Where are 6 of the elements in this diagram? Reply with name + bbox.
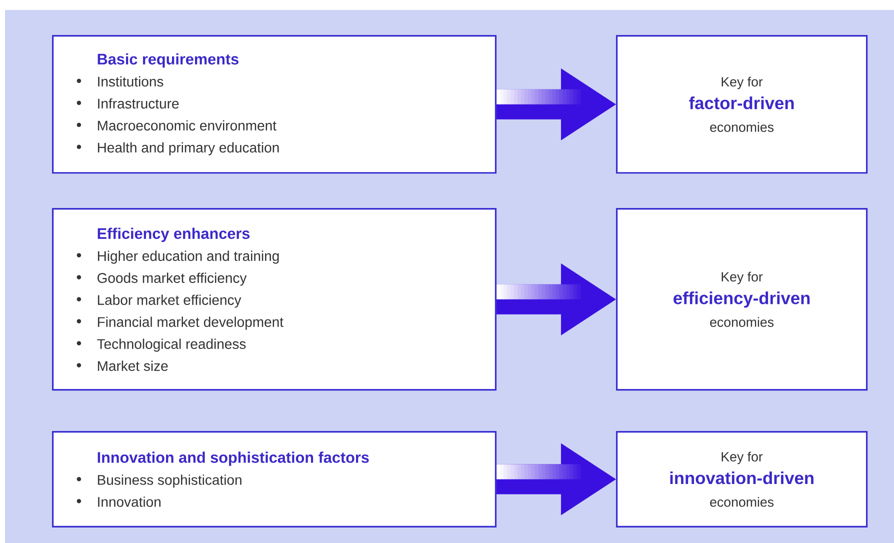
- key-box: Key for innovation-driven economies: [616, 431, 868, 528]
- list-box: Innovation and sophistication factors Business sophistication Innovation: [52, 431, 497, 528]
- list-box: Efficiency enhancers Higher education and training Goods market efficiency Labor market efficiency Financial market development Technological readiness Market size: [52, 208, 497, 391]
- list-box: Basic requirements Institutions Infrastructure Macroeconomic environment Health and primary education: [52, 35, 497, 174]
- key-box: Key for factor-driven economies: [616, 35, 868, 174]
- key-box: Key for efficiency-driven economies: [616, 208, 868, 391]
